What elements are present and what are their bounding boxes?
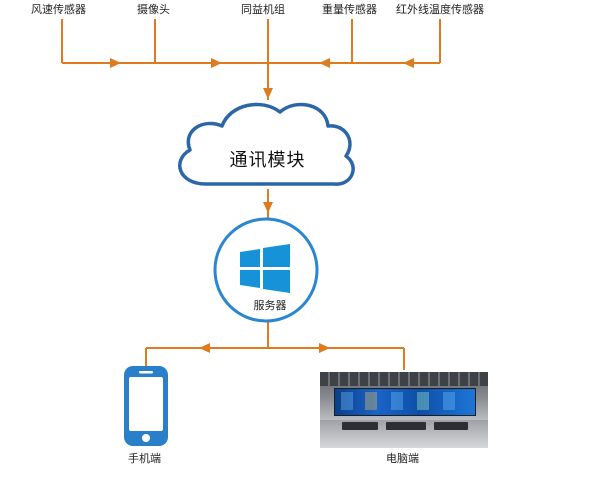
arrow-into-server xyxy=(263,202,273,213)
communication-module-cloud xyxy=(178,102,355,186)
arrow-bus-3 xyxy=(319,58,330,68)
group-label: 同益机组 xyxy=(241,3,285,16)
cloud-label: 通讯模块 xyxy=(229,150,306,171)
arrow-bus-4 xyxy=(403,58,414,68)
arrow-into-cloud xyxy=(263,88,273,99)
arrow-to-pc xyxy=(319,343,330,353)
server-label: 服务器 xyxy=(253,299,287,312)
control-room-image xyxy=(320,372,488,448)
arrow-bus-2 xyxy=(211,58,222,68)
mobile-label: 手机端 xyxy=(128,452,161,465)
windows-logo-icon xyxy=(240,244,290,293)
arrow-to-mobile xyxy=(199,343,210,353)
infrared-sensor-label: 红外线温度传感器 xyxy=(396,3,484,16)
arrow-bus-1 xyxy=(110,58,121,68)
weight-sensor-label: 重量传感器 xyxy=(322,3,377,16)
camera-label: 摄像头 xyxy=(137,3,170,16)
mobile-phone-icon xyxy=(124,366,168,446)
wind-sensor-label: 风速传感器 xyxy=(31,3,86,16)
pc-label: 电脑端 xyxy=(386,452,419,465)
